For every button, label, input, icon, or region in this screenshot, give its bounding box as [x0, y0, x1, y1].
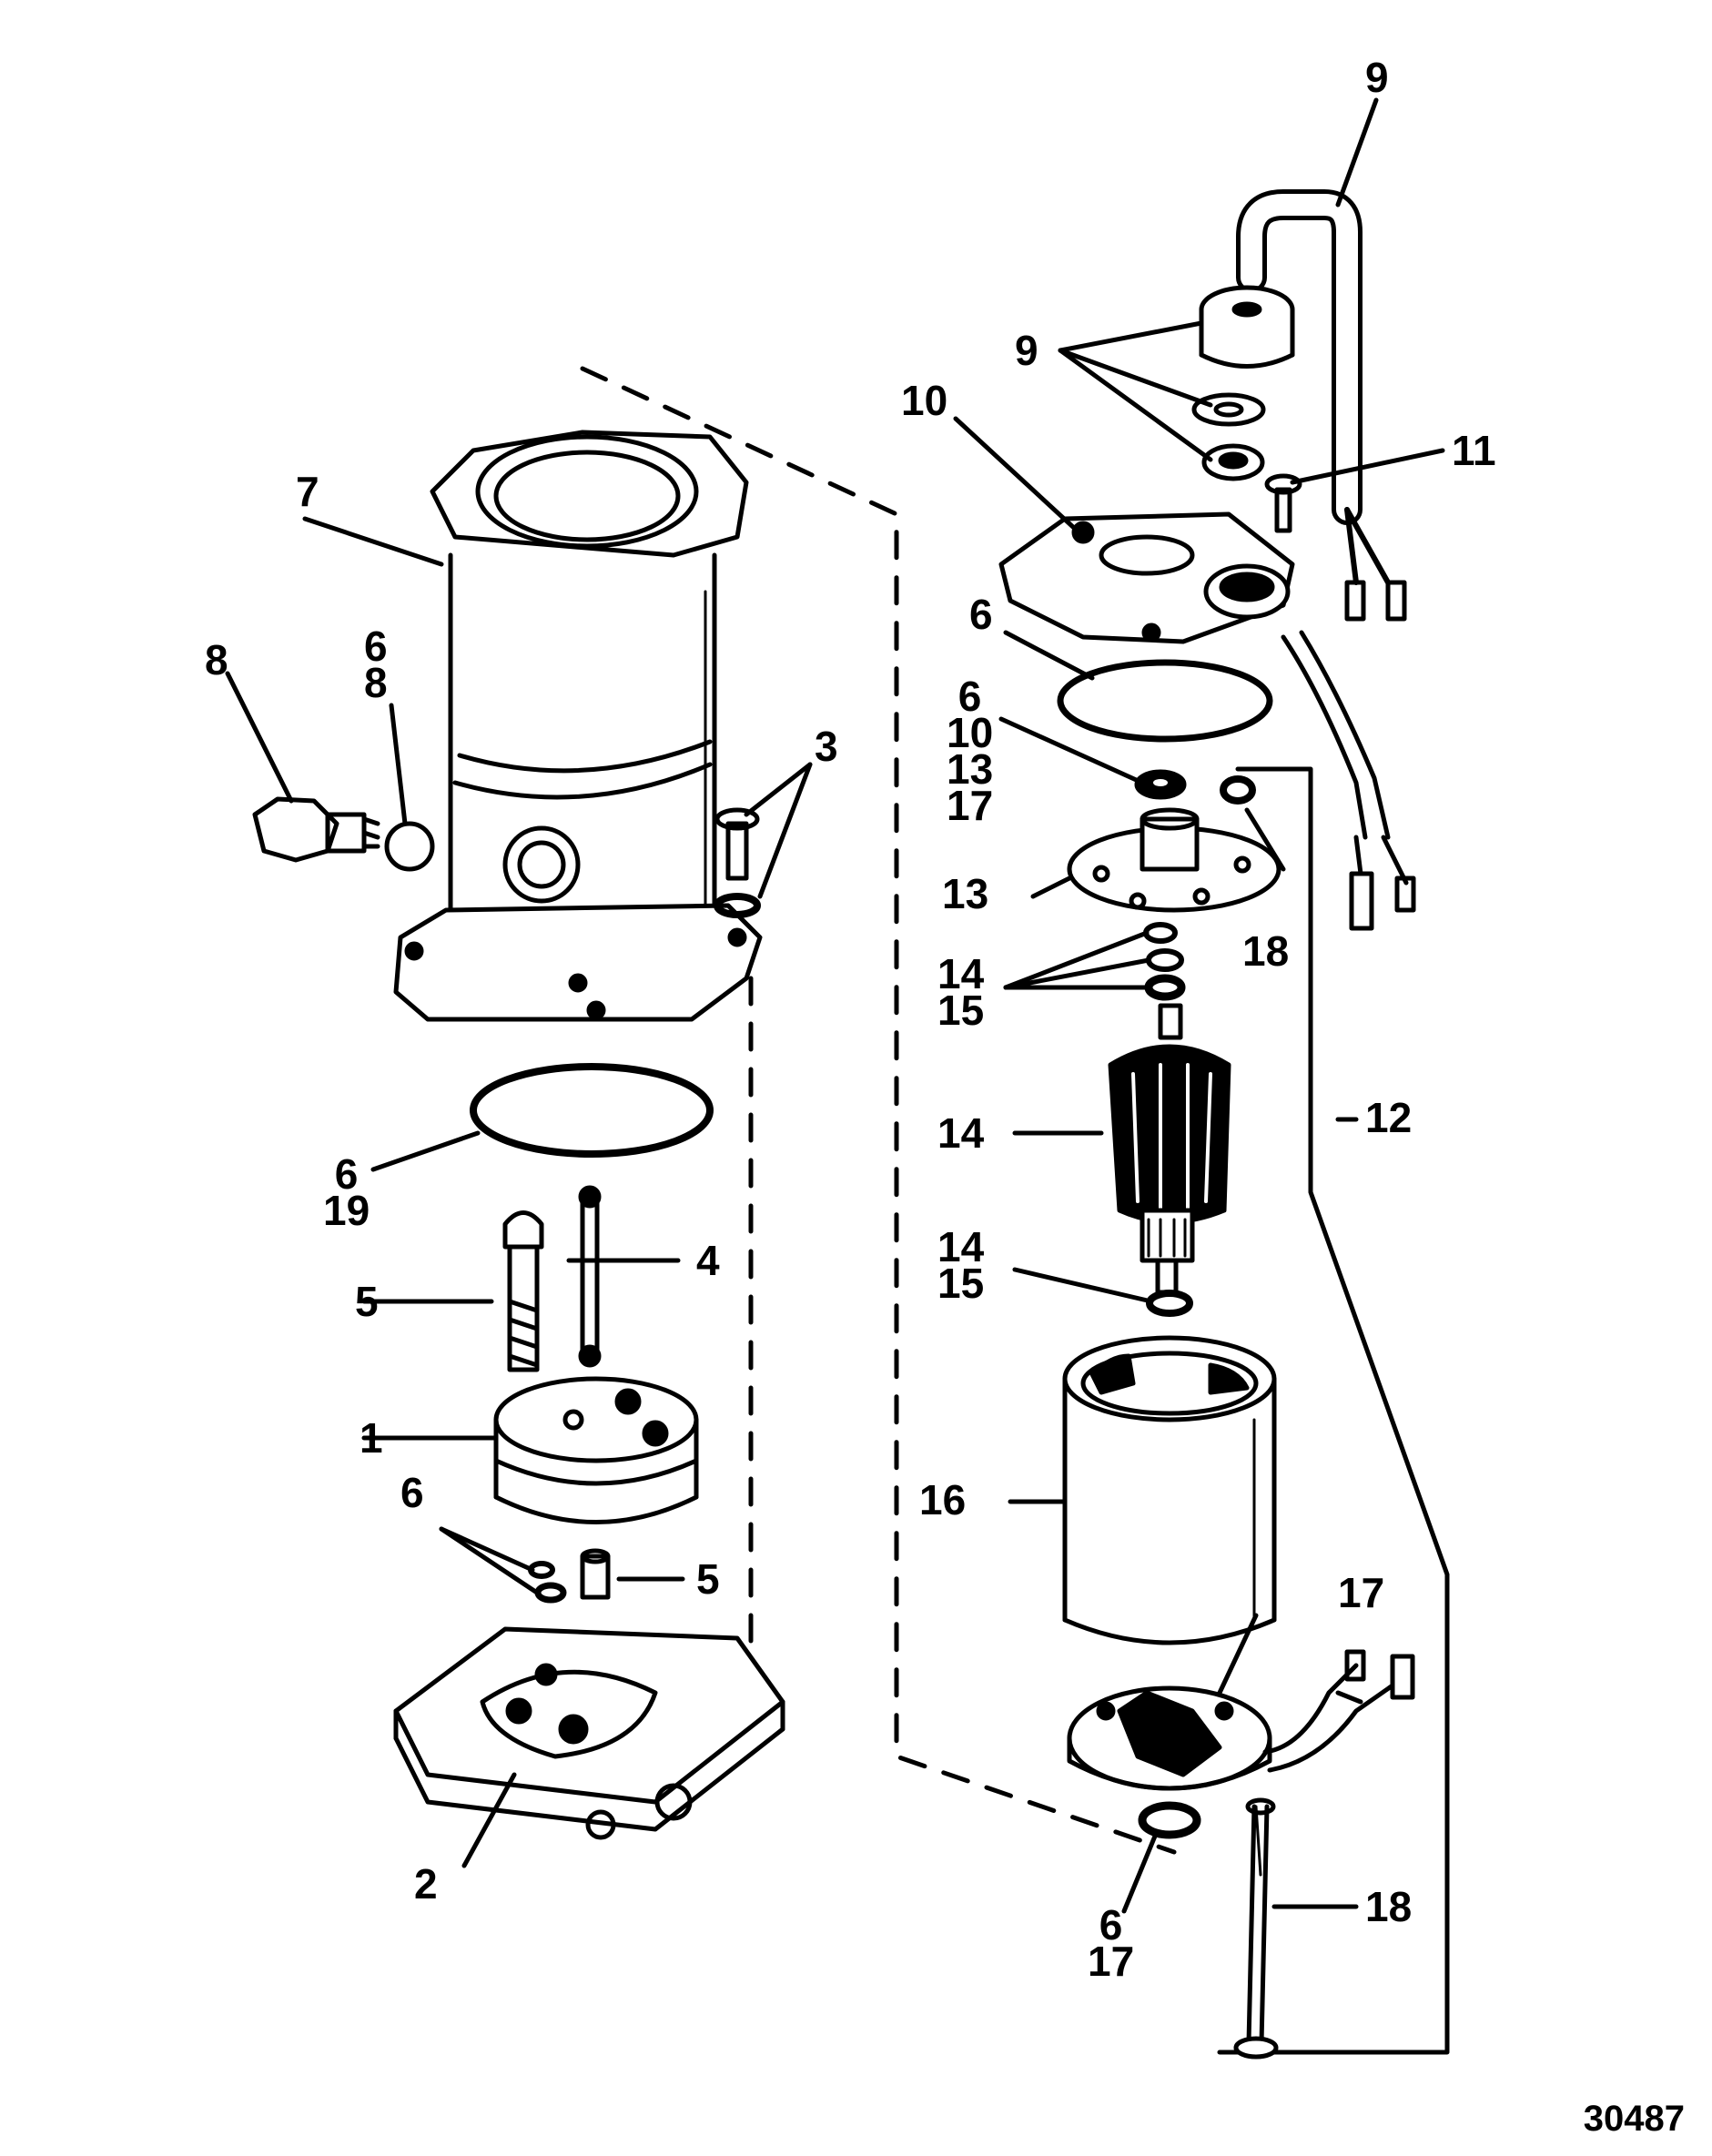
part-5-dowel-pin: [580, 1548, 611, 1600]
callout-9-cap: 9: [1015, 327, 1038, 374]
callout-10: 10: [901, 377, 948, 424]
figure-number: 30487: [1583, 2099, 1685, 2139]
callout-4: 4: [696, 1237, 720, 1284]
part-7-upper-housing: [393, 430, 763, 1022]
part-8-fitting: [252, 796, 380, 863]
callout-12: 12: [1365, 1094, 1413, 1141]
callout-17: 17: [1338, 1569, 1385, 1616]
callout-11: 11: [1452, 427, 1496, 474]
callout-9-top: 9: [1365, 54, 1389, 101]
callout-18-grommet: 18: [1242, 927, 1290, 975]
callout-18-bolt: 18: [1365, 1883, 1413, 1930]
part-small-insert: [1134, 769, 1187, 800]
callout-7: 7: [296, 468, 319, 515]
callout-leaders: [225, 97, 1445, 1914]
part-11-screw: [1264, 473, 1302, 533]
part-18-grommet: [1220, 775, 1256, 805]
part-2-base-plate: [393, 1626, 785, 1840]
part-3-screw-washer: [714, 807, 761, 918]
callout-6-17: 6 17: [1088, 1901, 1135, 1985]
dashed-alignment-lines: [580, 366, 1177, 1855]
part-17-brush-plate: [1067, 1649, 1415, 1791]
part-6-17-washer: [1138, 1801, 1201, 1839]
callout-6-rings: 6: [400, 1469, 424, 1516]
callout-14-15-washers: 14 15: [937, 950, 985, 1034]
part-6-small-rings: [528, 1561, 567, 1604]
callout-6-10-13-17: 6 10 13 17: [947, 673, 994, 829]
callout-14-15-lower: 14 15: [937, 1223, 985, 1307]
part-9-cable-and-cap: [1191, 189, 1407, 622]
part-1-pump-block: [493, 1376, 699, 1524]
callout-8: 8: [205, 636, 228, 683]
callout-3: 3: [815, 723, 838, 770]
part-16-motor-frame: [1062, 1335, 1277, 1645]
callout-5-bolt: 5: [355, 1278, 379, 1325]
part-14-15-lower-washer: [1146, 1290, 1193, 1317]
leader-line-12: [1217, 766, 1450, 2055]
part-18-through-bolt: [1233, 1797, 1279, 2060]
callout-5-pin: 5: [696, 1555, 720, 1603]
part-6-ring: [1057, 659, 1273, 743]
callout-6-right-upper: 6: [969, 591, 993, 638]
part-14-armature: [1108, 1003, 1231, 1295]
part-4-rod: [578, 1185, 602, 1368]
part-6-8-o-ring: [384, 821, 435, 872]
callout-6-8: 6 8: [364, 623, 388, 706]
callout-2: 2: [414, 1860, 438, 1908]
callout-1: 1: [360, 1414, 383, 1462]
part-5-bolt: [502, 1210, 544, 1372]
callout-14-armature: 14: [937, 1109, 985, 1157]
part-14-15-washers: [1143, 922, 1186, 1001]
part-13-bearing-plate: [1067, 807, 1281, 913]
callout-13: 13: [942, 870, 989, 917]
callout-6-19: 6 19: [323, 1150, 370, 1234]
part-10-end-cap: [998, 511, 1416, 931]
callout-16: 16: [919, 1476, 967, 1523]
part-6-19-large-o-ring: [470, 1063, 714, 1158]
